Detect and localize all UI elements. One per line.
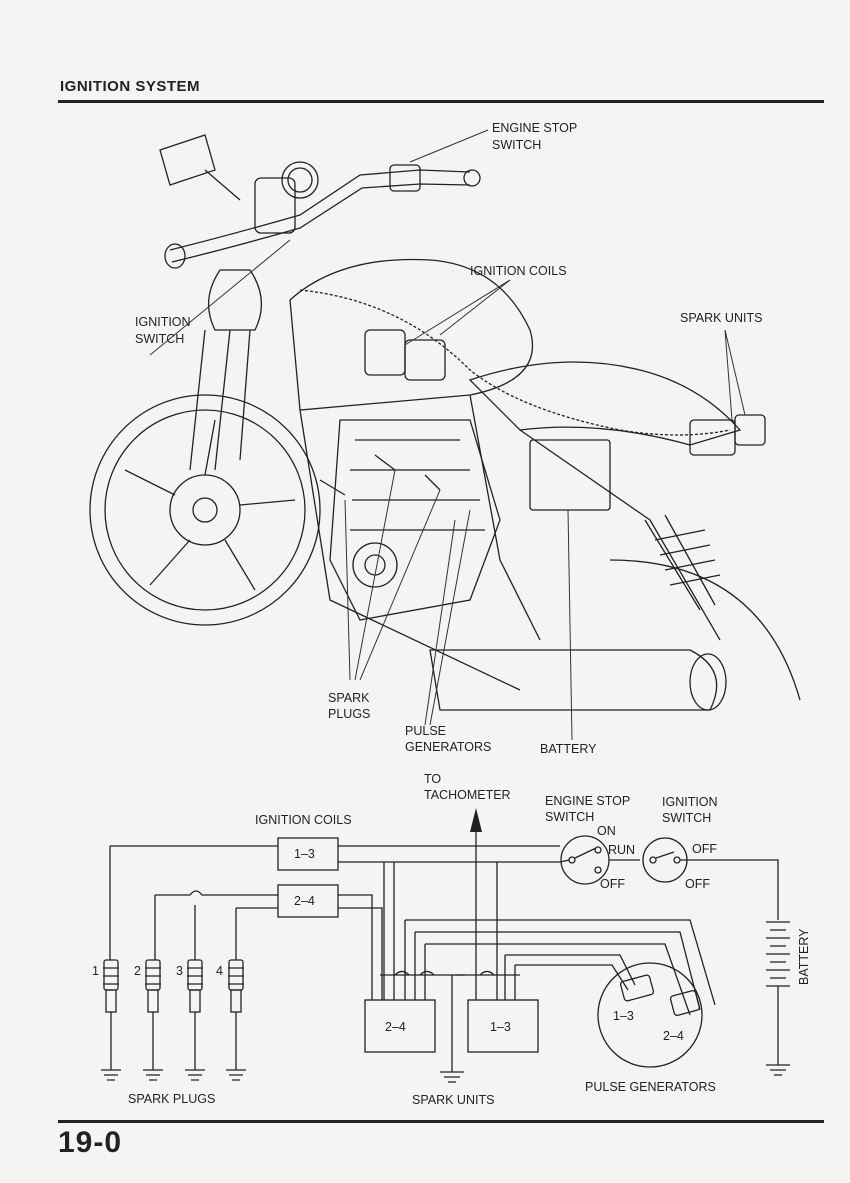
- plug-number-1: 1: [92, 964, 99, 978]
- spark-unit-2-4-label: 2–4: [385, 1020, 406, 1034]
- spark-plugs-group: [101, 959, 246, 1081]
- spark-plug-4: [226, 959, 246, 1081]
- label-spark-units: SPARK UNITS: [680, 311, 762, 325]
- spark-unit-1-3-label: 1–3: [490, 1020, 511, 1034]
- label-battery: BATTERY: [540, 742, 597, 756]
- spark-unit-2-4: [364, 999, 436, 1053]
- label-engine-stop-switch-2: SWITCH: [492, 138, 541, 152]
- pulse-generator-housing: [597, 962, 703, 1068]
- engine-stop-switch: [560, 835, 610, 885]
- schem-ignition-coils-label: IGNITION COILS: [255, 813, 352, 827]
- label-ignition-switch: IGNITION: [135, 315, 191, 329]
- schem-ignition-label: IGNITION: [662, 795, 718, 809]
- coil-2-4-label: 2–4: [294, 894, 315, 908]
- schem-off-ign-bottom-label: OFF: [685, 877, 710, 891]
- pulse-generator-2-4: [669, 990, 701, 1016]
- mirror-shape: [159, 134, 216, 186]
- coil-2-4: [277, 884, 339, 918]
- page-title: IGNITION SYSTEM: [60, 78, 201, 95]
- page-number: 19-0: [58, 1126, 123, 1159]
- label-pulse-generators: PULSE: [405, 724, 446, 738]
- label-ignition-coils: IGNITION COILS: [470, 264, 567, 278]
- label-pulse-generators-2: GENERATORS: [405, 740, 491, 754]
- pulse-generator-1-3: [619, 974, 655, 1002]
- spark-unit-1-3: [467, 999, 539, 1053]
- coil-1-3: [277, 837, 339, 871]
- label-spark-plugs-2: PLUGS: [328, 707, 370, 721]
- pulse-1-3-label: 1–3: [613, 1009, 634, 1023]
- schem-run-label: RUN: [608, 843, 635, 857]
- schem-ignition-label-2: SWITCH: [662, 811, 711, 825]
- schem-off-stop-label: OFF: [600, 877, 625, 891]
- spark-plug-1: [101, 959, 121, 1081]
- schem-off-ign-top-label: OFF: [692, 842, 717, 856]
- header-rule: [58, 100, 824, 103]
- label-ignition-switch-2: SWITCH: [135, 332, 184, 346]
- schem-spark-plugs-label: SPARK PLUGS: [128, 1092, 215, 1106]
- plug-number-3: 3: [176, 964, 183, 978]
- schem-engine-stop-label-2: SWITCH: [545, 810, 594, 824]
- pulse-2-4-label: 2–4: [663, 1029, 684, 1043]
- schem-spark-units-label: SPARK UNITS: [412, 1093, 494, 1107]
- schem-tachometer: TACHOMETER: [424, 788, 511, 802]
- footer-rule: [58, 1120, 824, 1123]
- schem-pulse-generators-label: PULSE GENERATORS: [585, 1080, 716, 1094]
- schem-battery-label: BATTERY: [797, 928, 811, 985]
- spark-plug-3: [185, 959, 205, 1081]
- schem-on-label: ON: [597, 824, 616, 838]
- arrow-head-icon: [470, 808, 482, 832]
- spark-plug-2: [143, 959, 163, 1081]
- coil-1-3-label: 1–3: [294, 847, 315, 861]
- ignition-switch: [642, 837, 688, 883]
- label-spark-plugs: SPARK: [328, 691, 370, 705]
- battery-symbol: [766, 921, 790, 1076]
- schem-engine-stop-label: ENGINE STOP: [545, 794, 630, 808]
- motorcycle-illustration: ENGINE STOP SWITCH IGNITION SWITCH IGNIT…: [89, 121, 801, 756]
- label-engine-stop-switch: ENGINE STOP: [492, 121, 577, 135]
- plug-number-2: 2: [134, 964, 141, 978]
- plug-number-4: 4: [216, 964, 223, 978]
